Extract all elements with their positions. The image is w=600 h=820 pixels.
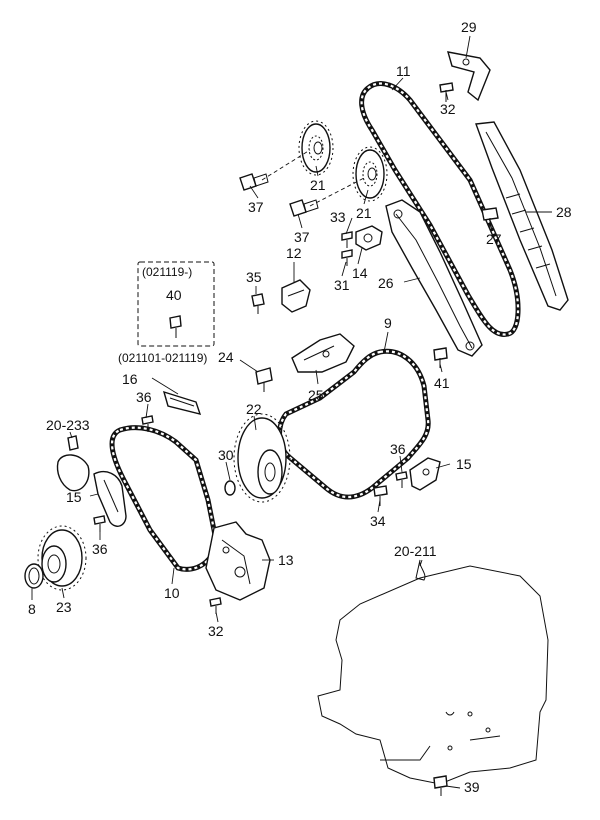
label-13: 13 <box>278 552 294 568</box>
o-ring-8 <box>24 563 44 589</box>
label-30: 30 <box>218 447 234 463</box>
bolt-37-left <box>239 149 311 191</box>
bolt-35 <box>251 293 265 314</box>
label-12: 12 <box>286 245 302 261</box>
washer-30 <box>224 480 236 496</box>
label-21-left: 21 <box>310 177 326 193</box>
bolt-34 <box>373 485 388 506</box>
chain-guide-28 <box>475 121 569 311</box>
label-33: 33 <box>330 209 346 225</box>
label-32-lower: 32 <box>208 623 224 639</box>
seal-20-233 <box>56 435 90 492</box>
label-25: 25 <box>308 387 324 403</box>
camshaft-sprocket-21-right <box>352 146 388 202</box>
bolt-33 <box>341 231 353 248</box>
label-24: 24 <box>218 349 234 365</box>
bolt-36-b <box>93 515 106 532</box>
label-27: 27 <box>486 231 502 247</box>
label-29: 29 <box>461 19 477 35</box>
bolt-31 <box>341 249 353 266</box>
label-37-right: 37 <box>294 229 310 245</box>
label-40: 40 <box>166 287 182 303</box>
bolt-32-lower <box>209 597 222 614</box>
label-21-right: 21 <box>356 205 372 221</box>
label-22: 22 <box>246 401 262 417</box>
label-15-right: 15 <box>456 456 472 472</box>
label-8: 8 <box>28 601 36 617</box>
timing-chain-10 <box>109 425 219 572</box>
chain-guide-15-left <box>93 470 127 527</box>
timing-chain-9 <box>277 348 431 500</box>
chain-guide-16 <box>162 390 202 415</box>
label-34: 34 <box>370 513 386 529</box>
bracket-25 <box>291 333 355 373</box>
bolt-37-right <box>289 177 365 217</box>
label-14: 14 <box>352 265 368 281</box>
bracket-13 <box>205 521 271 601</box>
engine-block-outline <box>317 559 549 785</box>
label-36-b: 36 <box>92 541 108 557</box>
tensioner-12 <box>281 279 311 313</box>
chain-guide-15-right <box>409 457 441 491</box>
bolt-39 <box>433 775 448 796</box>
label-41: 41 <box>434 375 450 391</box>
chain-tensioner-14 <box>355 225 383 251</box>
bolt-36-c <box>395 471 408 488</box>
label-26: 26 <box>378 275 394 291</box>
label-37-left: 37 <box>248 199 264 215</box>
label-35: 35 <box>246 269 262 285</box>
bolt-41 <box>433 347 448 368</box>
bracket-29 <box>447 51 491 102</box>
label-range-021101-021119: (021101-021119) <box>118 351 207 365</box>
chain-guide-26 <box>385 199 483 357</box>
label-36-c: 36 <box>390 441 406 457</box>
leader-lines <box>31 35 552 789</box>
label-36-a: 36 <box>136 389 152 405</box>
bolt-24 <box>255 367 273 392</box>
label-28: 28 <box>556 204 572 220</box>
label-23: 23 <box>56 599 72 615</box>
timing-chain-upper <box>359 81 521 337</box>
bolt-27 <box>481 207 499 228</box>
label-20-233: 20-233 <box>46 417 90 433</box>
sprocket-23 <box>37 525 87 591</box>
label-11: 11 <box>396 63 411 79</box>
label-32-upper: 32 <box>440 101 456 117</box>
label-10: 10 <box>164 585 180 601</box>
crankshaft-sprocket-22 <box>233 413 291 503</box>
label-20-211: 20-211 <box>394 543 437 559</box>
label-15-left: 15 <box>66 489 82 505</box>
label-range-021119: (021119-) <box>142 265 192 279</box>
camshaft-sprocket-21-left <box>298 120 334 176</box>
label-9: 9 <box>384 315 392 331</box>
callout-labels: 29 11 32 28 27 21 21 37 37 33 31 14 26 1… <box>28 19 572 795</box>
label-39: 39 <box>464 779 480 795</box>
label-31: 31 <box>334 277 350 293</box>
label-16: 16 <box>122 371 138 387</box>
variant-box-40 <box>137 261 215 347</box>
